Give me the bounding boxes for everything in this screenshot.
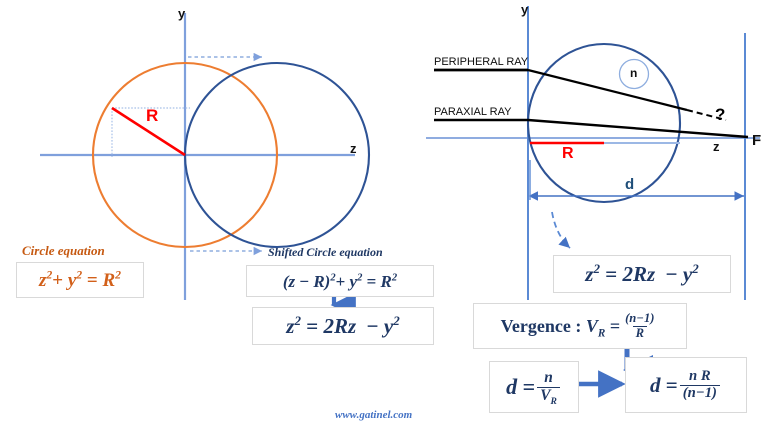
d-numerator-right: n R bbox=[689, 368, 711, 385]
right-z-axis-label: z bbox=[713, 139, 720, 154]
d-equation-box-left: d = n VR bbox=[489, 361, 579, 413]
vergence-denominator: R bbox=[632, 325, 647, 340]
expanded-equation-box-left: z2 = 2Rz − y2 bbox=[252, 307, 434, 345]
distance-d-label: d bbox=[625, 176, 635, 193]
focal-point-label: F bbox=[752, 132, 762, 149]
origin-circle bbox=[91, 61, 279, 249]
left-y-axis-label: y bbox=[178, 6, 186, 21]
vergence-prefix: Vergence : bbox=[500, 316, 582, 336]
curved-dashed-arrow bbox=[551, 211, 571, 249]
expanded-equation-text-left: z2 = 2Rz − y2 bbox=[286, 312, 400, 338]
d-equation-text-right: d = n R (n−1) bbox=[650, 368, 722, 401]
d-equation-box-right: d = n R (n−1) bbox=[625, 357, 747, 413]
refractive-index-circle bbox=[618, 58, 650, 90]
vergence-equation-text: Vergence : VR = (n−1) R bbox=[500, 311, 660, 340]
d-fraction-left: n VR bbox=[537, 369, 560, 406]
unknown-question-label: ? bbox=[715, 105, 726, 124]
expanded-equation-box-right: z2 = 2Rz − y2 bbox=[553, 255, 731, 293]
peripheral-ray-label: PERIPHERAL RAY bbox=[434, 56, 529, 68]
sphere-outline bbox=[526, 42, 682, 204]
left-z-axis-label: z bbox=[350, 141, 357, 156]
expanded-equation-text-right: z2 = 2Rz − y2 bbox=[585, 260, 699, 286]
d-fraction-right: n R (n−1) bbox=[679, 368, 720, 401]
d-numerator-left: n bbox=[544, 369, 553, 387]
vergence-numerator: (n−1) bbox=[625, 311, 655, 326]
circle-equation-caption: Circle equation bbox=[22, 243, 105, 258]
d-denominator-right: (n−1) bbox=[679, 384, 720, 401]
left-radius-label: R bbox=[146, 106, 159, 125]
shifted-equation-caption: Shifted Circle equation bbox=[268, 245, 383, 259]
circle-equation-box: z2+ y2 = R2 bbox=[16, 262, 144, 298]
right-y-axis-label: y bbox=[521, 2, 529, 17]
paraxial-ray-label: PARAXIAL RAY bbox=[434, 106, 512, 118]
right-radius-label: R bbox=[562, 145, 574, 162]
vergence-fraction: (n−1) R bbox=[622, 311, 657, 340]
shifted-equation-box: (z − R)2+ y2 = R2 bbox=[246, 265, 434, 297]
paraxial-ray-refracted bbox=[527, 118, 749, 139]
radius-line-left bbox=[111, 106, 186, 157]
shifted-equation-text: (z − R)2+ y2 = R2 bbox=[282, 271, 398, 291]
peripheral-ray-extension-dashed bbox=[686, 109, 727, 121]
d-equation-text-left: d = n VR bbox=[506, 369, 562, 406]
site-footer: www.gatinel.com bbox=[335, 409, 413, 421]
vergence-equation-box: Vergence : VR = (n−1) R bbox=[473, 303, 687, 349]
peripheral-ray-refracted bbox=[527, 68, 688, 112]
refractive-index-label: n bbox=[630, 66, 638, 80]
d-denominator-left: VR bbox=[537, 386, 560, 406]
circle-equation-text: z2+ y2 = R2 bbox=[38, 268, 122, 291]
